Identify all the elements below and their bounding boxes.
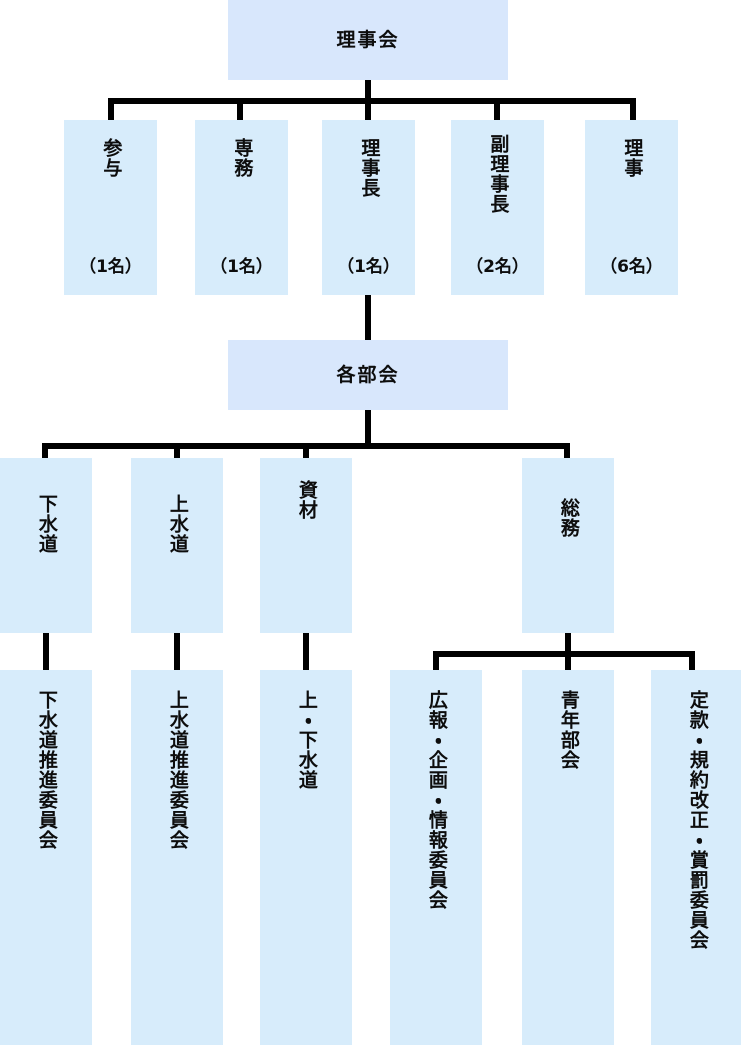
- node-rijikai[interactable]: 理事会: [228, 0, 508, 80]
- node-josuido-label: 上水道: [166, 494, 189, 554]
- connector-level5-bus: [433, 651, 695, 657]
- node-teikan-iinkai-label: 定款・規約改正・賞罰委員会: [686, 690, 709, 950]
- connector-shizai-to-jogesuido: [303, 633, 309, 675]
- node-teikan-iinkai[interactable]: 定款・規約改正・賞罰委員会: [651, 670, 741, 1045]
- connector-drop-josuido: [174, 443, 180, 465]
- node-josuido-iinkai[interactable]: 上水道推進委員会: [131, 670, 223, 1045]
- connector-level2-bus: [108, 98, 636, 104]
- connector-gesuido-to-iinkai: [43, 633, 49, 675]
- node-gesuido-label: 下水道: [35, 494, 58, 554]
- connector-drop-kouhou: [433, 651, 439, 675]
- node-gesuido[interactable]: 下水道: [0, 458, 92, 633]
- node-rijikai-label: 理事会: [336, 28, 400, 51]
- node-kouhou-iinkai[interactable]: 広報・企画・情報委員会: [390, 670, 482, 1045]
- node-kakubukai-label: 各部会: [336, 363, 400, 386]
- connector-rijikai-down: [365, 80, 371, 102]
- connector-rijicho-to-kakubukai: [365, 295, 371, 340]
- node-senmu[interactable]: 専務 （1名）: [195, 120, 288, 295]
- node-seinenbukai[interactable]: 青年部会: [522, 670, 614, 1045]
- node-shizai-label: 資材: [295, 480, 318, 520]
- node-riji-label: 理事: [621, 138, 644, 178]
- node-fukurijicho[interactable]: 副理事長 （2名）: [451, 120, 544, 295]
- node-senmu-label: 専務: [231, 138, 254, 178]
- node-josuido-iinkai-label: 上水道推進委員会: [166, 690, 189, 850]
- node-rijicho-label: 理事長: [358, 138, 381, 198]
- node-somu-label: 総務: [557, 498, 580, 538]
- node-riji-count: （6名）: [600, 257, 663, 277]
- node-somu[interactable]: 総務: [522, 458, 614, 633]
- connector-somu-down: [565, 633, 571, 657]
- node-kakubukai[interactable]: 各部会: [228, 340, 508, 410]
- connector-kakubukai-down: [365, 410, 371, 448]
- connector-drop-shizai: [303, 443, 309, 465]
- connector-drop-gesuido: [42, 443, 48, 465]
- connector-drop-sanyo: [108, 98, 114, 122]
- node-gesuido-iinkai[interactable]: 下水道推進委員会: [0, 670, 92, 1045]
- connector-drop-rijicho: [365, 98, 371, 122]
- node-josuido[interactable]: 上水道: [131, 458, 223, 633]
- connector-drop-seinenbukai: [565, 651, 571, 675]
- node-jogesuido[interactable]: 上・下水道: [260, 670, 352, 1045]
- node-kouhou-iinkai-label: 広報・企画・情報委員会: [425, 690, 448, 910]
- node-fukurijicho-count: （2名）: [466, 257, 529, 277]
- node-sanyo[interactable]: 参与 （1名）: [64, 120, 157, 295]
- connector-drop-fukurijicho: [494, 98, 500, 122]
- node-shizai[interactable]: 資材: [260, 458, 352, 633]
- connector-drop-somu: [564, 443, 570, 465]
- connector-drop-senmu: [237, 98, 243, 122]
- node-senmu-count: （1名）: [210, 257, 273, 277]
- node-gesuido-iinkai-label: 下水道推進委員会: [35, 690, 58, 850]
- connector-drop-teikan: [689, 651, 695, 675]
- node-fukurijicho-label: 副理事長: [487, 134, 510, 214]
- node-rijicho[interactable]: 理事長 （1名）: [322, 120, 415, 295]
- node-seinenbukai-label: 青年部会: [557, 690, 580, 770]
- node-jogesuido-label: 上・下水道: [295, 690, 318, 790]
- node-riji[interactable]: 理事 （6名）: [585, 120, 678, 295]
- connector-josuido-to-iinkai: [174, 633, 180, 675]
- connector-drop-riji: [630, 98, 636, 122]
- node-rijicho-count: （1名）: [337, 257, 400, 277]
- node-sanyo-label: 参与: [100, 138, 123, 178]
- node-sanyo-count: （1名）: [79, 257, 142, 277]
